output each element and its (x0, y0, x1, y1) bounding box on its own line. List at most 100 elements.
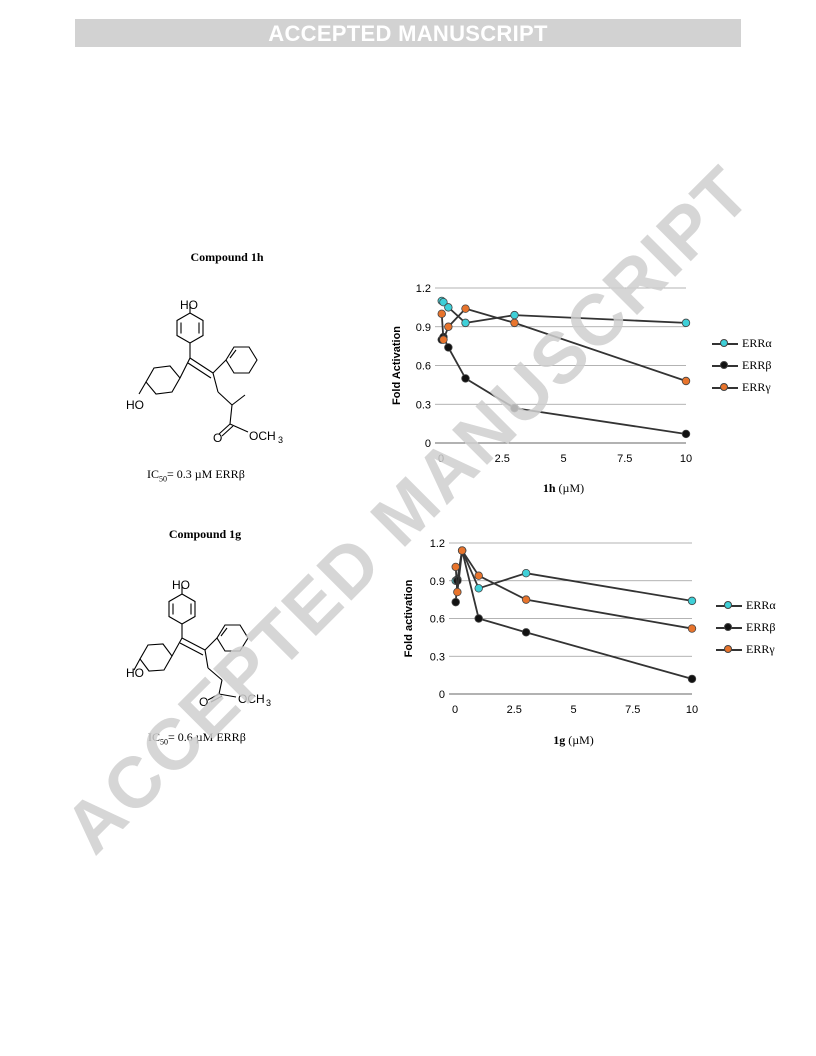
data-point (439, 335, 448, 344)
data-point (457, 546, 467, 555)
data-point (451, 562, 460, 572)
data-point (451, 576, 460, 585)
atom-ho-left: HO (126, 398, 144, 412)
data-point (439, 298, 448, 307)
data-point (453, 576, 462, 585)
x-tick-label: 2.5 (507, 704, 522, 716)
data-point (457, 546, 467, 555)
y-tick-label: 0.3 (430, 651, 445, 663)
data-point (444, 303, 453, 312)
x-tick-label: 2.5 (495, 453, 510, 465)
y-tick-label: 0 (425, 438, 431, 450)
data-point (439, 332, 448, 342)
data-point (451, 597, 460, 607)
data-point (437, 296, 446, 306)
x-tick-label: 0 (438, 453, 444, 465)
x-tick-label: 10 (686, 704, 698, 716)
data-point (461, 318, 470, 328)
data-point (444, 343, 453, 352)
series-line-0 (455, 547, 693, 602)
data-point (510, 403, 519, 413)
series-line-1 (440, 335, 687, 435)
y-tick-label: 0 (439, 689, 445, 701)
accepted-manuscript-banner: ACCEPTED MANUSCRIPT (75, 19, 741, 47)
data-point (521, 595, 531, 604)
series-line-2 (454, 547, 693, 630)
series-line-0 (441, 300, 687, 324)
legend-item: ERRα (716, 594, 776, 616)
legend-label: ERRβ (746, 619, 776, 634)
y-tick-label: 0.3 (416, 399, 431, 411)
data-point (687, 596, 697, 606)
data-point (461, 304, 470, 313)
y-tick-label: 1.2 (430, 538, 445, 550)
x-tick-label: 5 (560, 453, 566, 465)
legend-item: ERRα (712, 332, 772, 354)
series-line-1 (454, 550, 693, 680)
data-point (687, 674, 697, 684)
y-tick-label: 1.2 (416, 283, 431, 295)
y-tick-label: 0.9 (430, 576, 445, 588)
data-point (474, 614, 483, 623)
data-point (437, 335, 446, 344)
compound-1h-title: Compound 1h (190, 250, 264, 264)
data-point (444, 322, 453, 331)
y-tick-label: 0.9 (416, 322, 431, 334)
legend-label: ERRβ (742, 357, 772, 372)
atom-och3-sub: 3 (278, 435, 283, 445)
data-point (521, 628, 531, 637)
atom-och3-sub: 3 (266, 698, 271, 708)
atom-och3: OCH (238, 692, 265, 706)
data-point (521, 569, 531, 578)
atom-ho-left: HO (126, 666, 144, 680)
x-tick-label: 0 (452, 704, 458, 716)
legend-label: ERRγ (746, 641, 775, 656)
atom-o-carbonyl: O (199, 695, 208, 709)
data-point (453, 575, 462, 584)
legend-item: ERRγ (716, 638, 776, 660)
compound-1g-title: Compound 1g (168, 527, 242, 541)
legend-label: ERRα (742, 335, 772, 350)
data-point (510, 310, 519, 320)
data-point (474, 571, 483, 580)
legend-marker (712, 382, 738, 392)
x-axis-label: 1h (µM) (543, 481, 584, 495)
legend-marker (712, 360, 738, 370)
data-point (453, 587, 462, 597)
x-axis-label: 1g (µM) (553, 733, 594, 747)
legend-label: ERRα (746, 597, 776, 612)
data-point (437, 309, 446, 319)
data-point (510, 318, 519, 328)
x-tick-label: 7.5 (617, 453, 632, 465)
data-point (681, 429, 691, 439)
accepted-manuscript-watermark: ACCEPTED MANUSCRIPT (49, 151, 767, 869)
atom-ho-top: HO (180, 298, 198, 312)
y-tick-label: 0.6 (430, 614, 445, 626)
data-point (687, 624, 697, 633)
legend-item: ERRγ (712, 376, 772, 398)
data-point (461, 374, 470, 383)
legend-item: ERRβ (712, 354, 772, 376)
x-tick-label: 5 (570, 704, 576, 716)
atom-och3: OCH (249, 429, 276, 443)
legend-marker (716, 622, 742, 632)
y-axis-label: Fold Activation (391, 326, 403, 405)
x-tick-label: 7.5 (625, 704, 640, 716)
legend-label: ERRγ (742, 379, 771, 394)
x-tick-label: 10 (680, 453, 692, 465)
data-point (457, 546, 467, 555)
legend-marker (716, 644, 742, 654)
y-axis-label: Fold activation (403, 579, 415, 657)
atom-ho-top: HO (172, 578, 190, 592)
legend-marker (716, 600, 742, 610)
legend-item: ERRβ (716, 616, 776, 638)
compound-1h-ic50: IC50= 0.3 µM ERRβ (147, 467, 245, 484)
series-line-2 (440, 307, 687, 382)
y-tick-label: 0.6 (416, 361, 431, 373)
